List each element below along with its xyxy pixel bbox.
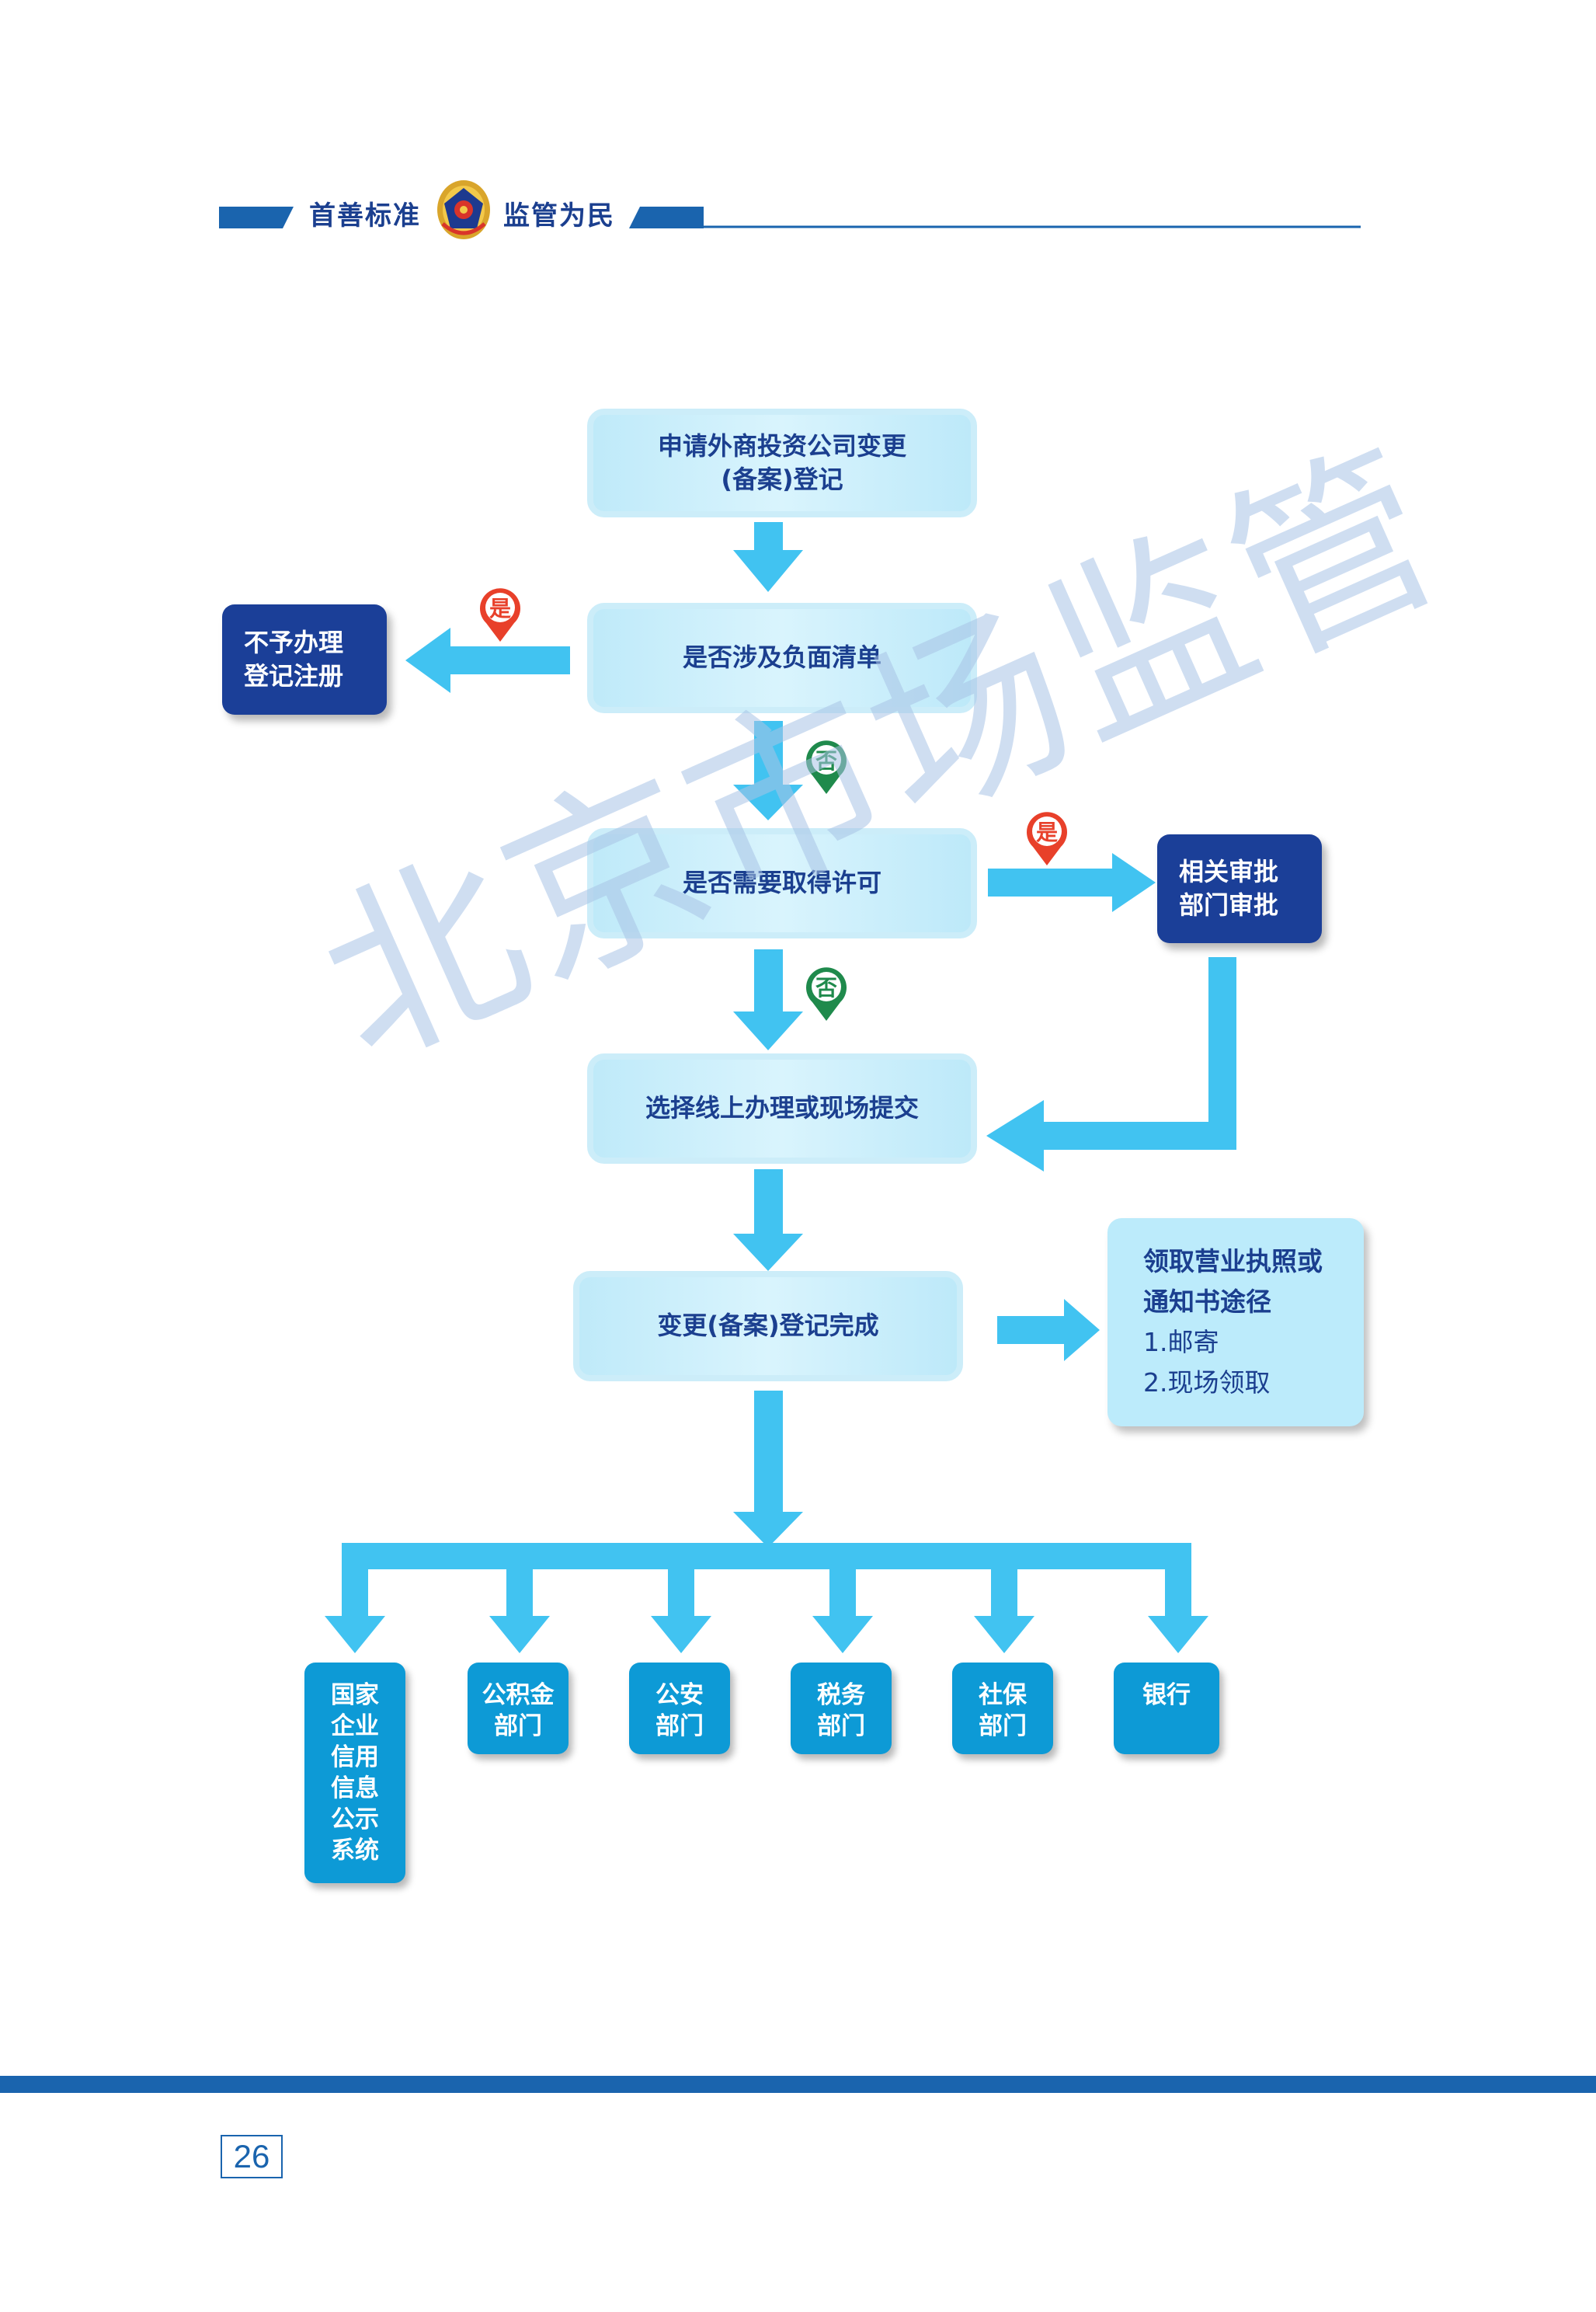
header-slogan-left: 首善标准 bbox=[309, 200, 421, 232]
step-permit-check: 是否需要取得许可 bbox=[587, 828, 977, 938]
step-department-approval: 相关审批 部门审批 bbox=[1157, 834, 1322, 943]
receive-option-onsite: 2.现场领取 bbox=[1143, 1367, 1271, 1398]
step-choose-submission: 选择线上办理或现场提交 bbox=[587, 1053, 977, 1164]
step-negative-list-check: 是否涉及负面清单 bbox=[587, 603, 977, 713]
dept-public-security: 公安 部门 bbox=[629, 1663, 730, 1754]
no-marker-icon: 否 bbox=[806, 740, 847, 794]
distribution-bar bbox=[342, 1543, 1191, 1569]
arrow-return-submit bbox=[986, 957, 1236, 1172]
receive-license-methods: 领取营业执照或 通知书途径 1.邮寄 2.现场领取 bbox=[1107, 1218, 1364, 1426]
no-marker-icon: 否 bbox=[806, 967, 847, 1021]
yes-marker-icon: 是 bbox=[1027, 812, 1067, 865]
result-reject-registration: 不予办理 登记注册 bbox=[222, 604, 387, 715]
arrow-down-4 bbox=[733, 1169, 803, 1271]
step-apply-change-registration: 申请外商投资公司变更 (备案)登记 bbox=[587, 409, 977, 517]
yes-marker-label: 是 bbox=[489, 596, 511, 622]
header-slogan-right: 监管为民 bbox=[503, 200, 615, 232]
dept-taxation: 税务 部门 bbox=[791, 1663, 892, 1754]
arrow-down-2 bbox=[733, 721, 803, 820]
receive-option-mail: 1.邮寄 bbox=[1143, 1327, 1219, 1357]
arrow-right-receive bbox=[997, 1299, 1100, 1361]
footer-bar bbox=[0, 2076, 1596, 2093]
page-number: 26 bbox=[221, 2135, 283, 2178]
flow-arrows bbox=[325, 522, 1236, 1653]
receive-license-title: 领取营业执照或 通知书途径 bbox=[1143, 1246, 1323, 1317]
yes-marker-icon: 是 bbox=[480, 588, 520, 642]
no-marker-label: 否 bbox=[815, 748, 837, 774]
arrow-right-approval bbox=[988, 853, 1156, 912]
dept-credit-publicity-system: 国家 企业 信用 信息 公示 系统 bbox=[304, 1663, 405, 1883]
step-registration-complete: 变更(备案)登记完成 bbox=[573, 1271, 963, 1381]
dept-bank: 银行 bbox=[1114, 1663, 1219, 1754]
arrow-left-reject bbox=[405, 628, 570, 693]
branch-arrows bbox=[325, 1562, 1208, 1653]
yes-marker-label: 是 bbox=[1036, 820, 1058, 845]
dept-housing-fund: 公积金 部门 bbox=[468, 1663, 569, 1754]
arrow-down-5 bbox=[733, 1391, 803, 1548]
no-marker-label: 否 bbox=[815, 975, 837, 1001]
dept-social-security: 社保 部门 bbox=[952, 1663, 1053, 1754]
police-emblem-icon bbox=[437, 180, 490, 239]
arrow-down-3 bbox=[733, 949, 803, 1050]
header-decoration bbox=[219, 207, 1361, 228]
arrow-down-1 bbox=[733, 522, 803, 592]
